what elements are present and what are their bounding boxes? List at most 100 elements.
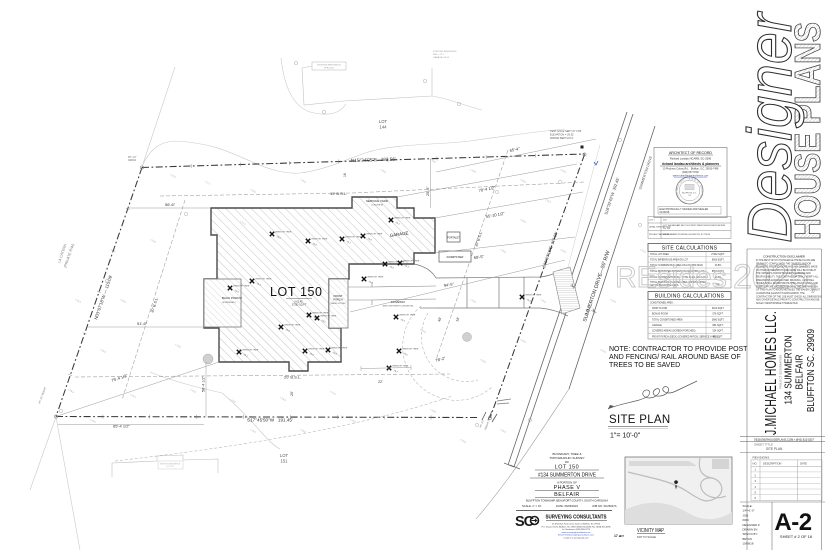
svg-text:20' B.S.L.: 20' B.S.L. (284, 375, 301, 380)
svg-text:LOT #: LOT # (649, 220, 656, 222)
svg-text:x 22.2: x 22.2 (240, 221, 247, 226)
svg-text:REMOVE TREE: REMOVE TREE (393, 366, 409, 368)
svg-text:REMOVE TREE: REMOVE TREE (321, 316, 337, 318)
svg-text:REMOVE TREE: REMOVE TREE (389, 262, 405, 264)
svg-text:ELEVATION = 26.31': ELEVATION = 26.31' (550, 133, 575, 137)
svg-text:T: T (678, 197, 681, 200)
svg-text:WATER DEPTH 8.2': WATER DEPTH 8.2' (550, 136, 574, 140)
svg-text:GARAGE=26.55: GARAGE=26.55 (433, 56, 450, 59)
svg-text:x 20.0: x 20.0 (250, 189, 257, 194)
svg-text:GARAGE: GARAGE (652, 324, 662, 327)
svg-text:x 20.0: x 20.0 (460, 439, 467, 444)
svg-text:C: C (677, 186, 680, 189)
svg-text:x 20.0: x 20.0 (610, 299, 617, 304)
svg-text:LOT: LOT (379, 119, 388, 124)
svg-text:REMOVE TREE: REMOVE TREE (368, 277, 384, 279)
svg-text:BRYAN: BRYAN (743, 537, 752, 541)
svg-text:A: A (692, 178, 695, 181)
svg-text:(SCREENED): (SCREENED) (222, 302, 236, 304)
svg-text:LOT 151: LOT 151 (166, 466, 173, 468)
svg-text:HOUSE PLANS: HOUSE PLANS (787, 22, 825, 240)
svg-text:26.1: 26.1 (346, 241, 351, 245)
svg-text:BELFAIR: BELFAIR (795, 355, 806, 390)
svg-text:A PORTION OF: A PORTION OF (557, 481, 577, 485)
svg-text:OF: OF (565, 460, 569, 464)
svg-text:(843) 837-5700: (843) 837-5700 (682, 171, 699, 174)
svg-text:PHASE V: PHASE V (554, 485, 581, 491)
svg-text:JOB:: JOB: (743, 513, 749, 517)
svg-text:EXISTING RESIDENCE: EXISTING RESIDENCE (317, 65, 341, 67)
svg-text:x 20.0: x 20.0 (560, 169, 567, 174)
svg-text:TOTAL CONDITIONED AREA: TOTAL CONDITIONED AREA (652, 318, 683, 321)
svg-text:1"= 10'-0": 1"= 10'-0" (610, 433, 641, 440)
svg-text:134 SUMMERTON: 134 SUMMERTON (784, 336, 795, 405)
svg-text:SOLELY RESPONSIBLE THEREAFTER.: SOLELY RESPONSIBLE THEREAFTER. (756, 302, 798, 305)
svg-text:x 25.5: x 25.5 (130, 394, 137, 399)
svg-text:x 20.0: x 20.0 (420, 329, 427, 334)
svg-text:www.richardlandauarchitects.co: www.richardlandauarchitects.com (673, 174, 709, 177)
svg-text:PROJECT ADDRESS: PROJECT ADDRESS (649, 233, 670, 236)
svg-text:(PRIVATE R/W): (PRIVATE R/W) (63, 243, 75, 268)
svg-text:O: O (700, 186, 703, 189)
svg-text:G: G (682, 200, 685, 203)
svg-text:150: 150 (663, 220, 667, 222)
svg-text:S: S (689, 178, 691, 180)
svg-text:REMOVE TREE: REMOVE TREE (234, 286, 250, 288)
svg-text:65'-4": 65'-4" (509, 146, 521, 153)
svg-text:26.4: 26.4 (313, 317, 318, 321)
svg-text:PORCH: PORCH (333, 298, 342, 302)
svg-text:A-2: A-2 (774, 509, 811, 536)
svg-text:NET OF BUILDABLE AREA: NET OF BUILDABLE AREA (650, 284, 679, 287)
svg-text:S17°45'50"W 191.45': S17°45'50"W 191.45' (247, 418, 293, 423)
svg-text:6: 6 (755, 496, 757, 500)
svg-text:26.8: 26.8 (285, 329, 290, 333)
svg-text:TREES TO BE SAVED: TREES TO BE SAVED (609, 362, 680, 369)
svg-text:151: 151 (281, 459, 289, 464)
svg-text:P.O. Drawer 1674, Bluffton, SC: P.O. Drawer 1674, Bluffton, SC 29910 (84… (541, 525, 611, 528)
svg-text:46': 46' (437, 316, 442, 322)
svg-text:78'-2": 78'-2" (435, 355, 447, 363)
svg-text:R: R (698, 196, 701, 199)
svg-text:x 22.2: x 22.2 (330, 391, 337, 396)
svg-text:THE OWNER'S AND/OR BUILDER'S E: THE OWNER'S AND/OR BUILDER'S EXPENSE AND (756, 272, 811, 275)
svg-text:PG 135: PG 135 (663, 228, 671, 230)
svg-text:NA: NA (716, 283, 720, 286)
svg-text:E: E (680, 181, 683, 184)
svg-text:REMOVE TREE: REMOVE TREE (256, 279, 272, 281)
svg-text:FFE = 27.1: FFE = 27.1 (433, 54, 445, 56)
svg-text:26.8: 26.8 (332, 352, 337, 356)
svg-text:REMOVE TREE: REMOVE TREE (346, 237, 362, 239)
svg-text:578 SQFT.: 578 SQFT. (713, 314, 724, 316)
svg-text:T: T (679, 182, 682, 185)
svg-text:EXISTING RESIDENCE: EXISTING RESIDENCE (160, 464, 181, 466)
svg-text:4: 4 (755, 485, 757, 489)
svg-text:I: I (696, 200, 698, 202)
svg-text:x 20.0: x 20.0 (640, 249, 647, 254)
svg-text:DRIVEWAY: DRIVEWAY (391, 300, 406, 304)
svg-text:H: H (700, 191, 702, 193)
svg-text:VICINITY MAP: VICINITY MAP (637, 528, 665, 534)
svg-text:FRONT: FRONT (334, 294, 343, 298)
svg-text:REMOVE TREE: REMOVE TREE (243, 350, 259, 352)
svg-text:x 26.8: x 26.8 (68, 389, 75, 394)
svg-text:O: O (697, 197, 700, 200)
svg-text:LA CATENA: LA CATENA (57, 243, 67, 263)
svg-text:I: I (679, 183, 681, 185)
svg-text:x 20.0: x 20.0 (430, 409, 437, 414)
svg-text:PORTALET: PORTALET (447, 237, 460, 240)
svg-text:20': 20' (290, 391, 294, 396)
svg-text:FIRST FLOOR: FIRST FLOOR (652, 308, 667, 310)
svg-text:x 20.0: x 20.0 (520, 339, 527, 344)
svg-text:x 20.0: x 20.0 (480, 359, 487, 364)
svg-text:I: I (681, 199, 683, 201)
svg-text:REMOVE TREE: REMOVE TREE (276, 232, 292, 234)
svg-text:richard landau architects & pl: richard landau architects & planners (662, 162, 719, 166)
svg-text:x 20.0: x 20.0 (250, 429, 257, 434)
svg-text:LOT 150: LOT 150 (270, 285, 323, 299)
svg-text:IN THE BEST OF MY KNOWLEDGE TH: IN THE BEST OF MY KNOWLEDGE THESE PLANS … (756, 259, 816, 262)
svg-text:COVERED AREAS (SCREEN PORCHES): COVERED AREAS (SCREEN PORCHES) (652, 330, 696, 333)
svg-text:FFE=26.8: FFE=26.8 (324, 67, 334, 69)
svg-text:26.7: 26.7 (393, 370, 398, 374)
svg-text:BOUNDARY, TREE &: BOUNDARY, TREE & (552, 452, 581, 456)
svg-text:BELFAIR: BELFAIR (554, 492, 580, 498)
